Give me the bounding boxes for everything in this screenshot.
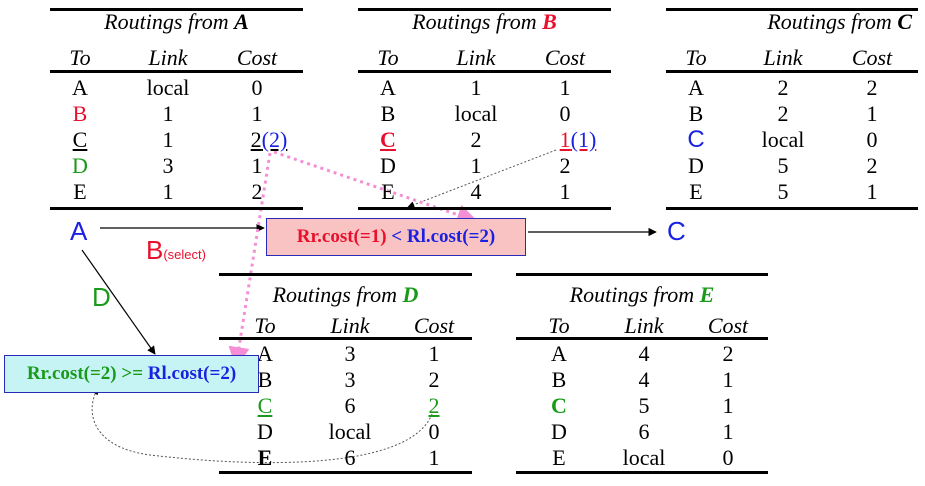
table-top-rule	[666, 8, 918, 11]
title-node: D	[402, 282, 419, 307]
title-node: A	[234, 9, 249, 34]
header-cost: Cost	[236, 45, 278, 70]
table-top-rule	[358, 8, 611, 11]
compare-b-right: Rl.cost(=2)	[406, 226, 496, 247]
compare-b-left: Rr.cost(=1)	[296, 226, 387, 247]
routing-table-a: Routings from A To Link Cost A local 0 B…	[50, 0, 303, 215]
pink-dotted-a-cost-to-d-box	[228, 152, 272, 369]
table-header-rule	[666, 70, 918, 73]
node-a-label: A	[70, 216, 88, 246]
cost-b-to-c: 1(1)	[559, 127, 597, 152]
compare-b-op: <	[386, 226, 407, 247]
link-b-label: B(select)	[146, 236, 206, 269]
link-b-name: B	[146, 235, 164, 265]
dotted-arrow-b-cost-to-a	[407, 149, 557, 209]
link-b-note: (select)	[163, 247, 206, 262]
table-header-rule	[358, 70, 611, 73]
routing-table-e: Routings from E To Link Cost A 4 2 B 4 1…	[516, 265, 768, 476]
cost-a-to-c: 2(2)	[250, 127, 288, 152]
table-top-rule	[50, 8, 303, 11]
table-bottom-rule	[50, 207, 303, 210]
compare-d-op: >=	[116, 363, 148, 384]
table-bottom-rule	[358, 207, 611, 210]
header-to: To	[69, 45, 91, 70]
title-node: C	[897, 9, 912, 34]
table-title: Routings from E	[569, 282, 715, 307]
table-top-rule	[219, 273, 472, 276]
table-title: Routings from C	[767, 9, 912, 34]
routing-table-b: Routings from B To Link Cost A 1 1 B loc…	[358, 0, 611, 215]
table-header-rule	[516, 337, 768, 340]
header-link: Link	[148, 45, 188, 70]
compare-d-right: Rl.cost(=2)	[147, 363, 237, 384]
dotted-curve-d-cost-to-box	[91, 387, 433, 464]
table-bottom-rule	[219, 471, 472, 474]
title-node: B	[542, 9, 557, 34]
table-header-rule	[50, 70, 303, 73]
table-title: Routings from B	[412, 9, 557, 34]
arrow-a-to-d-box	[81, 249, 156, 355]
routing-table-c: Routings from C To Link Cost A 2 2 B 2 1…	[666, 0, 918, 215]
table-title: Routings from D	[272, 282, 419, 307]
table-title: Routings from A	[104, 9, 249, 34]
cost-d-to-c: 2	[428, 393, 440, 418]
table-bottom-rule	[666, 207, 918, 210]
compare-d-left: Rr.cost(=2)	[26, 363, 117, 384]
title-node: E	[699, 282, 715, 307]
routing-table-d: Routings from D To Link Cost A 3 1 B 3 2…	[219, 265, 472, 476]
table-header-rule	[219, 337, 472, 340]
table-top-rule	[516, 273, 768, 276]
table-bottom-rule	[516, 471, 768, 474]
node-c-label: C	[667, 216, 686, 246]
link-d-label: D	[92, 282, 111, 312]
compare-box-b: Rr.cost(=1) < Rl.cost(=2)	[266, 218, 526, 256]
compare-box-d: Rr.cost(=2) >= Rl.cost(=2)	[4, 355, 259, 393]
